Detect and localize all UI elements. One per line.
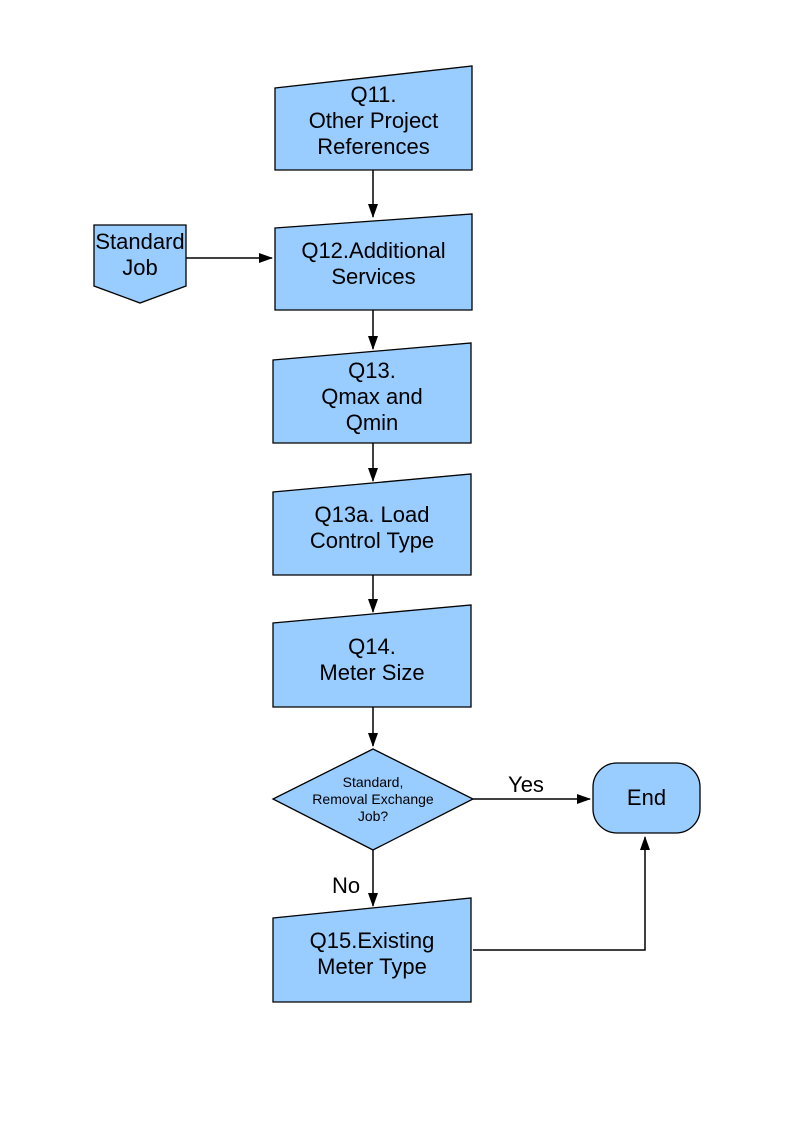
standard-job-label: Standard Job: [95, 229, 185, 280]
q12-node-shape: [274, 213, 473, 311]
decision-label: Standard, Removal Exchange Job?: [312, 774, 434, 824]
q15-node-shape: [272, 897, 472, 1003]
q12-label: Q12.Additional Services: [301, 238, 446, 289]
edge-q15-to-end: [473, 836, 650, 951]
end-label: End: [626, 785, 667, 810]
q14-label: Q14. Meter Size: [319, 633, 425, 685]
q11-label: Q11. Other Project References: [308, 82, 439, 159]
end-terminator-shape: [592, 762, 701, 834]
q15-label: Q15.Existing Meter Type: [309, 928, 435, 979]
standard-job-pentagon-shape: [93, 224, 187, 304]
q11-node-shape: [274, 65, 473, 171]
no-edge-label: No: [331, 873, 361, 898]
q14-node-shape: [272, 604, 472, 708]
decision-diamond-shape: [271, 748, 475, 851]
yes-edge-label: Yes: [508, 772, 544, 797]
q13a-label: Q13a. Load Control Type: [309, 502, 435, 553]
q13a-node-shape: [272, 473, 472, 576]
q13-node-shape: [272, 342, 472, 444]
q13-label: Q13. Qmax and Qmin: [321, 357, 423, 435]
